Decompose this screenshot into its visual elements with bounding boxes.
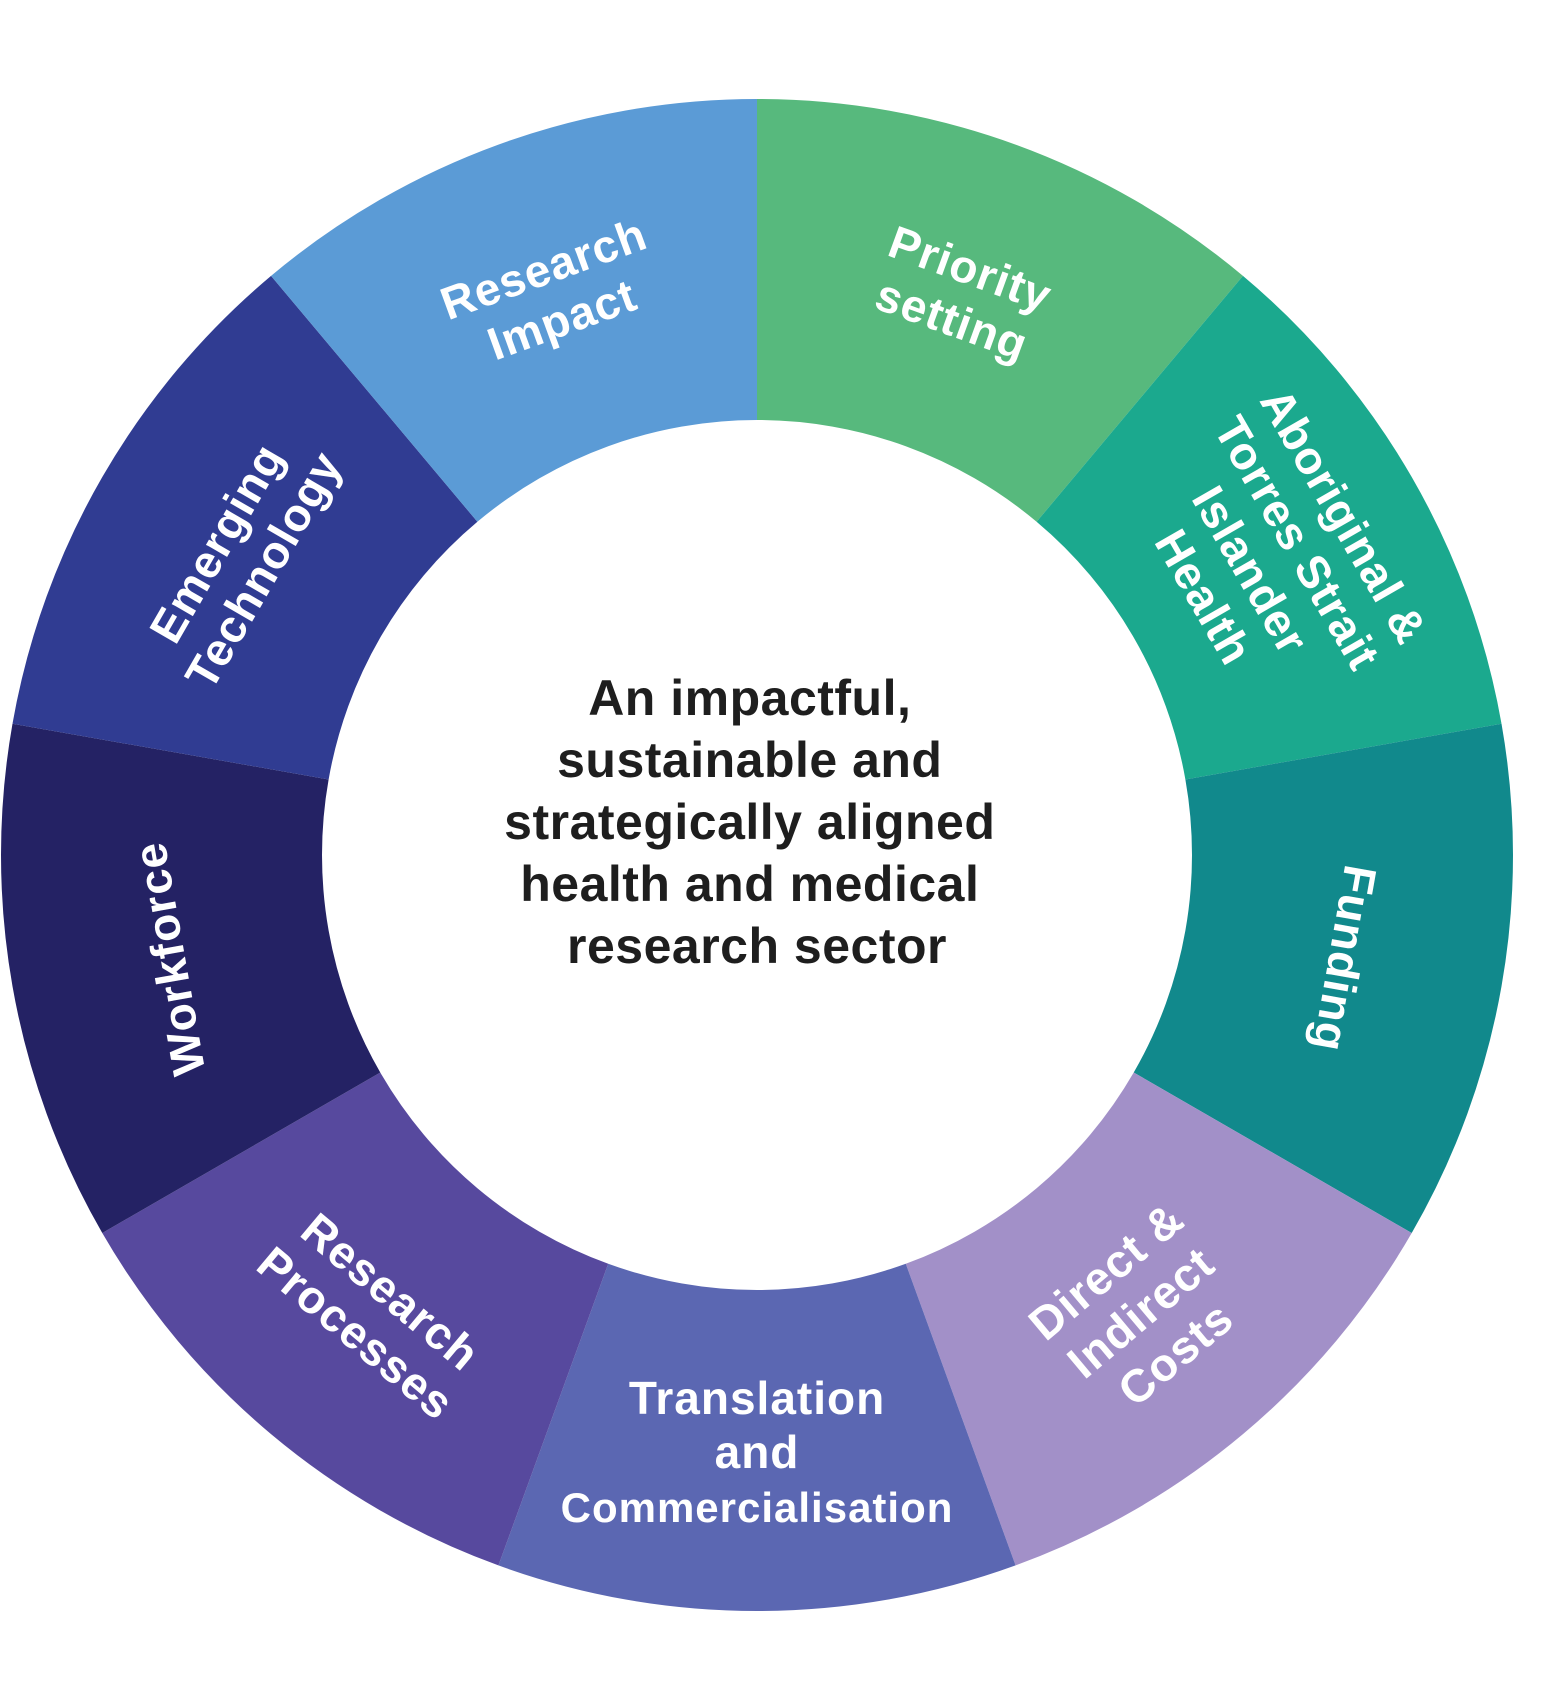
center-message-line: health and medical xyxy=(520,856,979,912)
center-message-line: An impactful, xyxy=(588,670,911,726)
segment-priority-setting xyxy=(757,99,1243,522)
segment-research-impact xyxy=(271,99,757,522)
segment-label-line: and xyxy=(715,1426,800,1478)
center-message: An impactful, sustainable and strategica… xyxy=(504,670,1010,974)
segment-label-line: Commercialisation xyxy=(561,1484,954,1531)
segment-aboriginal-torres-strait-islander-health xyxy=(1036,275,1502,780)
segment-emerging-technology xyxy=(12,275,478,780)
segment-direct-indirect-costs xyxy=(905,1072,1412,1566)
segment-workforce xyxy=(1,723,381,1233)
center-message-line: sustainable and xyxy=(557,732,942,788)
center-message-line: strategically aligned xyxy=(504,794,995,850)
segment-translation-and-commercialisation xyxy=(498,1263,1016,1612)
segment-funding xyxy=(1133,723,1513,1233)
segment-research-processes xyxy=(102,1072,609,1566)
center-message-line: research sector xyxy=(567,918,947,974)
segment-label-line: Translation xyxy=(629,1372,885,1424)
